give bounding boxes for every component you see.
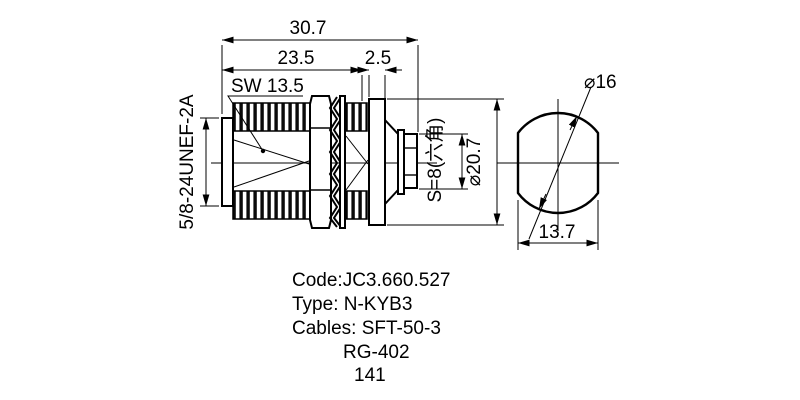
dimensions-side: 30.7 23.5 2.5 SW 13.5 5/8-24UNEF-2A S=8(… xyxy=(177,18,504,230)
dim-end-diameter: ⌀16 xyxy=(584,72,617,93)
sw-leader-line xyxy=(227,95,303,152)
dim-body-length: 23.5 xyxy=(278,48,315,69)
thread-band-bottom-right xyxy=(345,190,368,220)
taper xyxy=(384,119,399,135)
dim-hex-label: S=8(六角) xyxy=(424,118,446,203)
thread-band-top-left xyxy=(232,102,311,132)
dim-across-flats: 13.7 xyxy=(539,222,576,243)
flange xyxy=(368,98,386,226)
dim-flange-diameter: ⌀20.7 xyxy=(464,138,485,186)
thread-band-bottom-left xyxy=(232,190,311,220)
flat-washer xyxy=(339,95,346,229)
sw-leader-dot xyxy=(260,148,266,154)
dia-leader-line xyxy=(528,86,592,240)
hex-nut xyxy=(309,95,332,229)
notes-block: Code:JC3.660.527 Type: N-KYB3 Cables: SF… xyxy=(292,270,450,386)
note-type: Type: N-KYB3 xyxy=(292,294,412,315)
small-hex xyxy=(403,133,418,189)
end-view-body xyxy=(516,111,600,215)
note-cables: Cables: SFT-50-3 xyxy=(292,318,441,339)
end-view: ⌀16 13.7 xyxy=(497,72,619,250)
dim-overall-length: 30.7 xyxy=(290,18,327,39)
note-cables-2: RG-402 xyxy=(343,342,410,363)
interface-cap xyxy=(221,117,234,207)
lock-washer xyxy=(328,96,339,228)
dim-wrench-size: SW 13.5 xyxy=(231,76,304,97)
thread-band-top-right xyxy=(345,102,368,132)
dim-flange-thickness: 2.5 xyxy=(365,48,391,69)
side-view xyxy=(211,95,437,229)
note-cables-3: 141 xyxy=(354,365,386,386)
dim-thread-spec: 5/8-24UNEF-2A xyxy=(177,94,198,229)
note-code: Code:JC3.660.527 xyxy=(292,270,450,291)
